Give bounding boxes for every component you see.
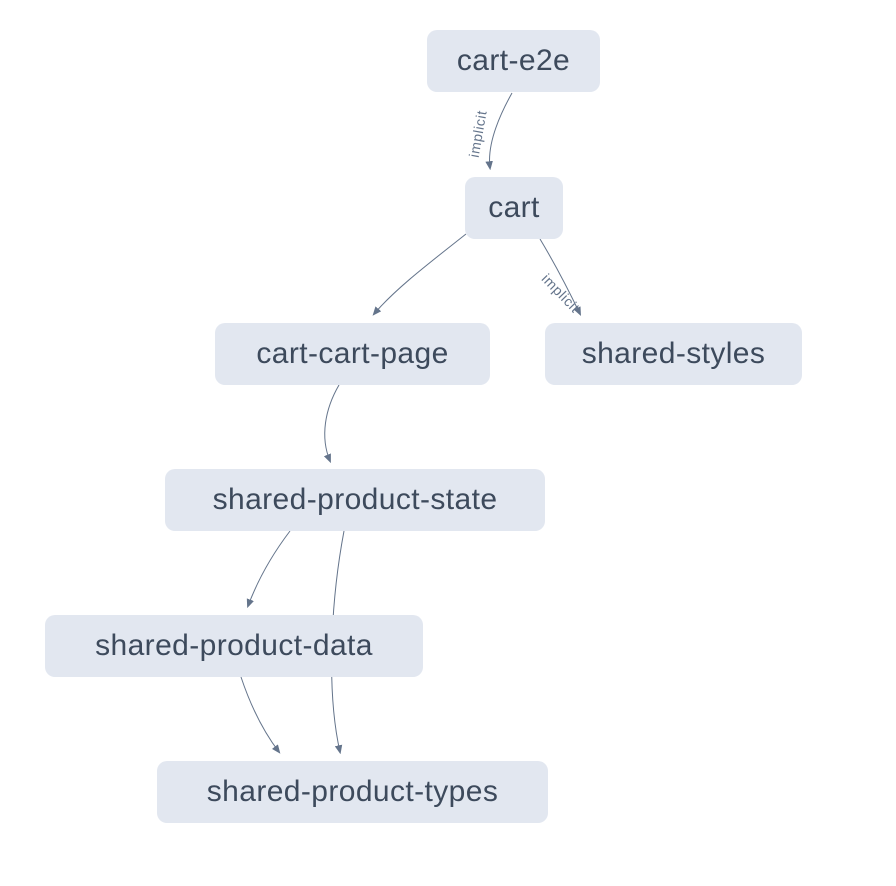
edge-shared-product-state-to-shared-product-data bbox=[246, 530, 291, 609]
graph-node-shared-product-state[interactable]: shared-product-state bbox=[165, 469, 545, 531]
graph-node-shared-styles[interactable]: shared-styles bbox=[545, 323, 802, 385]
graph-node-label: cart-cart-page bbox=[256, 337, 449, 370]
graph-node-cart[interactable]: cart bbox=[465, 177, 563, 239]
edge-label-cart-e2e-to-cart: implicit bbox=[466, 109, 490, 159]
edge-shared-product-data-to-shared-product-types bbox=[240, 676, 281, 754]
graph-node-label: shared-product-types bbox=[206, 775, 499, 808]
graph-node-label: cart-e2e bbox=[456, 44, 571, 77]
graph-node-cart-cart-page[interactable]: cart-cart-page bbox=[215, 323, 490, 385]
edge-label-cart-to-shared-styles: implicit bbox=[539, 270, 584, 315]
graph-node-label: shared-styles bbox=[581, 337, 766, 370]
graph-node-shared-product-types[interactable]: shared-product-types bbox=[157, 761, 548, 823]
graph-node-label: cart bbox=[488, 191, 540, 224]
edge-cart-to-shared-styles bbox=[539, 238, 581, 317]
edge-cart-to-cart-cart-page bbox=[372, 233, 467, 316]
edge-cart-cart-page-to-shared-product-state bbox=[323, 384, 340, 464]
graph-node-shared-product-data[interactable]: shared-product-data bbox=[45, 615, 423, 677]
graph-node-cart-e2e[interactable]: cart-e2e bbox=[427, 30, 600, 92]
graph-node-label: shared-product-data bbox=[95, 629, 373, 662]
edge-cart-e2e-to-cart bbox=[485, 92, 513, 171]
graph-node-label: shared-product-state bbox=[212, 483, 498, 516]
